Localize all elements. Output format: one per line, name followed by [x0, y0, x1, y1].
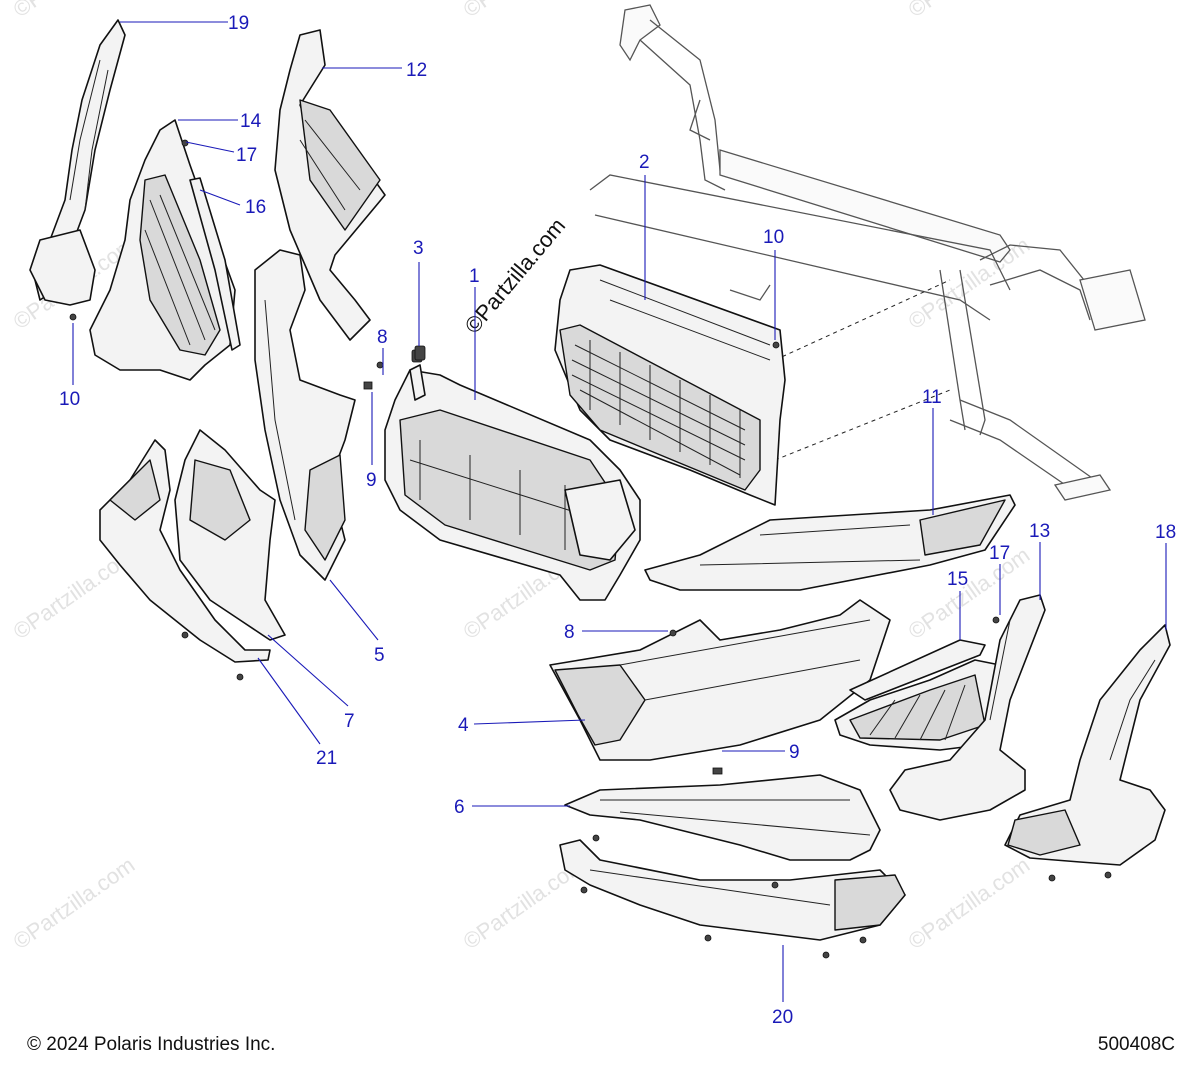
- callout-10: 10: [763, 227, 784, 248]
- screw-icon: [236, 673, 244, 681]
- part-20-skid-plate-lower: [559, 839, 906, 941]
- callout-4: 4: [458, 715, 469, 736]
- watermark: ©Partzilla.com: [9, 852, 140, 954]
- part-6-skid-plate: [564, 774, 881, 861]
- part-5-side-panel: [254, 249, 356, 581]
- leader-lines: [72, 21, 1167, 1002]
- callout-21: 21: [316, 748, 337, 769]
- screw-icon: [772, 341, 780, 349]
- part-13-side-panel: [889, 594, 1046, 821]
- part-19-left-upper-panel: [29, 19, 126, 306]
- callout-8: 8: [564, 622, 575, 643]
- clip-icon: [712, 767, 723, 775]
- drawing-number: 500408C: [1097, 1034, 1175, 1055]
- callout-19: 19: [228, 13, 249, 34]
- part-11-lower-bumper: [644, 494, 1016, 591]
- screw-icon: [1104, 871, 1112, 879]
- part-15-side-grille: [834, 639, 1001, 751]
- screw-icon: [771, 881, 779, 889]
- callout-18: 18: [1155, 522, 1176, 543]
- copyright-notice: © 2024 Polaris Industries Inc.: [27, 1034, 276, 1055]
- screw-icon: [69, 313, 77, 321]
- callout-17: 17: [236, 145, 257, 166]
- clip-icon: [363, 381, 373, 390]
- callout-17: 17: [989, 543, 1010, 564]
- callout-2: 2: [639, 152, 650, 173]
- callout-labels: 19 12 14 17 16 10 3 1 2 10 8 9 11 13 18 …: [59, 13, 1176, 1028]
- part-1-grille-frame: [384, 349, 641, 601]
- callout-15: 15: [947, 569, 968, 590]
- bumper-stop-icon: [414, 345, 426, 361]
- watermark: ©Partzilla.com: [459, 0, 590, 22]
- screw-icon: [181, 631, 189, 639]
- callout-20: 20: [772, 1007, 793, 1028]
- part-12-upper-panel: [274, 29, 386, 341]
- screw-icon: [181, 139, 189, 147]
- callout-8: 8: [377, 327, 388, 348]
- callout-1: 1: [469, 266, 480, 287]
- watermark: ©Partzilla.com: [9, 0, 140, 22]
- callout-3: 3: [413, 238, 424, 259]
- part-4-bumper-cover: [549, 599, 891, 761]
- callout-7: 7: [344, 711, 355, 732]
- alignment-line: [774, 279, 951, 361]
- screw-icon: [1048, 874, 1056, 882]
- callout-10: 10: [59, 389, 80, 410]
- screw-icon: [822, 951, 830, 959]
- callout-9: 9: [366, 470, 377, 491]
- screw-icon: [859, 936, 867, 944]
- screw-icon: [704, 934, 712, 942]
- callout-9: 9: [789, 742, 800, 763]
- callout-16: 16: [245, 197, 266, 218]
- screw-icon: [376, 361, 384, 369]
- callout-11: 11: [922, 387, 942, 408]
- part-18-right-side-panel: [1004, 624, 1171, 866]
- callout-13: 13: [1029, 521, 1050, 542]
- callout-14: 14: [240, 111, 262, 132]
- callout-12: 12: [406, 60, 427, 81]
- callout-5: 5: [374, 645, 385, 666]
- part-21-lower-outer-panel: [99, 439, 271, 663]
- part-2-grille: [554, 264, 786, 506]
- watermark: ©Partzilla.com: [904, 0, 1035, 22]
- watermark: ©Partzilla.com: [904, 852, 1035, 954]
- fasteners: [69, 139, 1112, 959]
- callout-6: 6: [454, 797, 465, 818]
- screw-icon: [592, 834, 600, 842]
- part-16-inner-panel: [89, 119, 241, 381]
- screw-icon: [669, 629, 677, 637]
- chassis-frame: [589, 4, 1146, 501]
- screw-icon: [580, 886, 588, 894]
- screw-icon: [992, 616, 1000, 624]
- part-7-lower-left-panel: [174, 429, 286, 641]
